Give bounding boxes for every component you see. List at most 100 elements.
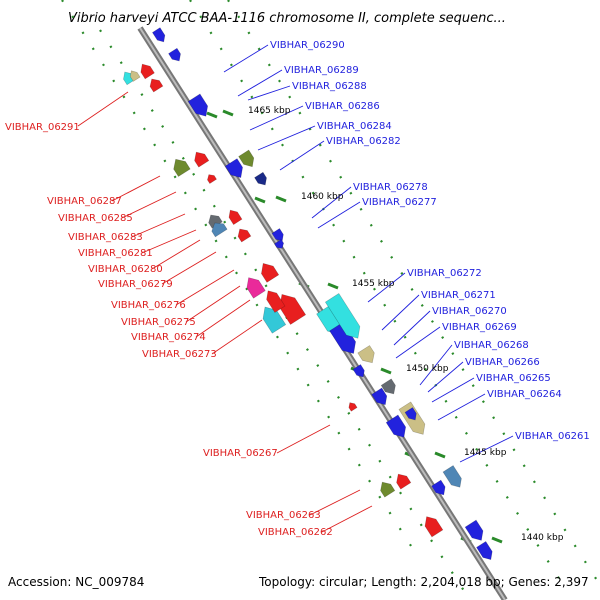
gene-body	[211, 222, 228, 238]
gene-body	[129, 70, 141, 82]
gene-reverse-arrow	[396, 473, 412, 490]
leader-line-forward	[381, 294, 420, 331]
leader-line-forward	[393, 310, 431, 346]
gene-reverse-arrow	[194, 151, 210, 168]
gene-label-forward[interactable]: VIBHAR_06286	[305, 101, 380, 112]
scale-tick-label: 1445 kbp	[464, 448, 507, 458]
leader-line-reverse	[161, 251, 217, 285]
gene-label-reverse[interactable]: VIBHAR_06263	[246, 510, 321, 521]
scale-dash	[206, 111, 218, 119]
gene-forward-arrow	[431, 479, 446, 496]
leader-line-reverse	[111, 175, 161, 202]
gene-body	[149, 78, 164, 93]
gene-body	[380, 481, 396, 498]
gene-body	[262, 306, 287, 334]
gene-body	[329, 321, 356, 354]
gene-reverse-arrow	[262, 306, 287, 334]
gene-label-reverse[interactable]: VIBHAR_06274	[131, 332, 206, 343]
track-guide-line	[189, 0, 561, 581]
gene-label-forward[interactable]: VIBHAR_06266	[465, 357, 540, 368]
scale-dash	[275, 195, 287, 203]
gene-reverse-arrow	[380, 481, 396, 498]
gene-label-reverse[interactable]: VIBHAR_06276	[111, 300, 186, 311]
gene-label-reverse[interactable]: VIBHAR_06280	[88, 264, 163, 275]
gene-forward-arrow	[152, 27, 166, 43]
leader-lines	[77, 44, 514, 533]
gene-reverse-arrow	[424, 516, 444, 538]
gene-label-reverse[interactable]: VIBHAR_06285	[58, 213, 133, 224]
leader-line-forward	[431, 377, 475, 403]
gene-body	[246, 277, 266, 299]
gene-label-forward[interactable]: VIBHAR_06270	[432, 306, 507, 317]
gene-reverse-arrow	[173, 158, 191, 177]
scale-dash	[327, 282, 339, 290]
scale-tick-label: 1455 kbp	[352, 279, 395, 289]
gene-body	[385, 414, 406, 438]
leader-line-reverse	[141, 229, 197, 254]
gene-reverse-arrow	[266, 290, 286, 313]
leader-line-reverse	[321, 505, 373, 533]
leader-line-forward	[367, 272, 406, 303]
leader-line-reverse	[121, 191, 177, 219]
gene-label-forward[interactable]: VIBHAR_06282	[326, 136, 401, 147]
gene-label-reverse[interactable]: VIBHAR_06273	[142, 349, 217, 360]
gene-body	[237, 228, 252, 243]
gene-label-reverse[interactable]: VIBHAR_06291	[5, 122, 80, 133]
gene-body	[261, 263, 280, 283]
gene-reverse-arrow	[207, 174, 217, 184]
gene-label-reverse[interactable]: VIBHAR_06279	[98, 279, 173, 290]
gene-body	[348, 402, 358, 412]
gene-body	[238, 149, 255, 168]
gene-label-forward[interactable]: VIBHAR_06265	[476, 373, 551, 384]
gene-body	[228, 209, 243, 226]
gene-label-forward[interactable]: VIBHAR_06272	[407, 268, 482, 279]
scale-tick-label: 1450 kbp	[406, 364, 449, 374]
gene-label-reverse[interactable]: VIBHAR_06275	[121, 317, 196, 328]
gene-body	[380, 378, 396, 395]
gene-label-reverse[interactable]: VIBHAR_06287	[47, 196, 122, 207]
gene-forward-arrow	[224, 158, 243, 178]
gene-label-reverse[interactable]: VIBHAR_06283	[68, 232, 143, 243]
leader-line-reverse	[195, 299, 251, 338]
gene-body	[357, 345, 375, 364]
gene-label-forward[interactable]: VIBHAR_06269	[442, 322, 517, 333]
scale-dash	[491, 536, 503, 544]
map-title: Vibrio harveyi ATCC BAA-1116 chromosome …	[68, 11, 506, 26]
gene-reverse-arrow	[211, 222, 228, 238]
gene-body	[371, 387, 388, 406]
gene-forward-arrow	[271, 228, 284, 242]
leader-line-forward	[427, 361, 464, 393]
leader-line-forward	[279, 140, 325, 171]
leader-line-forward	[257, 125, 316, 151]
gene-label-forward[interactable]: VIBHAR_06284	[317, 121, 392, 132]
gene-label-forward[interactable]: VIBHAR_06261	[515, 431, 590, 442]
leader-line-forward	[247, 85, 291, 101]
gene-label-reverse[interactable]: VIBHAR_06262	[258, 527, 333, 538]
gene-label-forward[interactable]: VIBHAR_06271	[421, 290, 496, 301]
gene-label-reverse[interactable]: VIBHAR_06281	[78, 248, 153, 259]
gene-label-forward[interactable]: VIBHAR_06268	[454, 340, 529, 351]
track-guides	[61, 0, 600, 600]
gene-forward-arrow	[385, 414, 406, 438]
gene-body	[324, 293, 361, 339]
gene-forward-arrow	[380, 378, 396, 395]
gene-label-forward[interactable]: VIBHAR_06264	[487, 389, 562, 400]
leader-line-reverse	[77, 91, 129, 127]
gene-forward-arrow	[187, 93, 208, 117]
leader-line-forward	[395, 326, 441, 359]
gene-label-forward[interactable]: VIBHAR_06277	[362, 197, 437, 208]
gene-reverse-arrow	[140, 63, 155, 80]
scale-dash	[222, 109, 234, 117]
leader-line-forward	[223, 44, 269, 73]
gene-label-forward[interactable]: VIBHAR_06289	[284, 65, 359, 76]
gene-label-forward[interactable]: VIBHAR_06290	[270, 40, 345, 51]
gene-label-forward[interactable]: VIBHAR_06278	[353, 182, 428, 193]
gene-label-reverse[interactable]: VIBHAR_06267	[203, 448, 278, 459]
gene-forward-arrow	[352, 364, 365, 378]
accession-text: Accession: NC_009784	[8, 575, 144, 589]
gene-label-forward[interactable]: VIBHAR_06288	[292, 81, 367, 92]
gene-reverse-arrow	[348, 402, 358, 412]
track-guide-line	[227, 0, 600, 586]
genome-summary-text: Topology: circular; Length: 2,204,018 bp…	[258, 575, 589, 589]
